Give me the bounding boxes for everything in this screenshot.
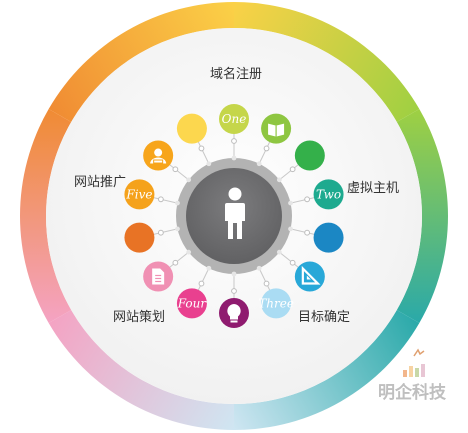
hub-dot [256, 265, 262, 271]
label-promotion: 网站推广 [74, 175, 126, 190]
hub-dot [175, 200, 180, 206]
connector-dot [263, 145, 270, 152]
ring-segment [234, 310, 420, 430]
watermark-bars-icon [403, 348, 425, 377]
hub-dots [175, 155, 293, 277]
hub-dot [175, 226, 180, 232]
node-circle: Four [176, 288, 208, 319]
node-label: One [222, 112, 247, 126]
hub-dot [256, 161, 262, 167]
hub-dot [276, 249, 282, 255]
watermark-logo: 明企科技 [378, 348, 447, 403]
label-hosting: 虚拟主机 [347, 181, 399, 196]
ring-segment [396, 109, 448, 323]
node-circle [294, 261, 325, 292]
connector-dot [172, 166, 179, 173]
connector-dot [263, 280, 270, 287]
node-label: Three [258, 296, 294, 310]
connector-dot [289, 166, 296, 173]
connector-dot [231, 138, 237, 144]
person-icon [150, 148, 167, 164]
node-circle [143, 261, 174, 292]
connector-dot [304, 196, 311, 203]
node-label: Four [177, 296, 208, 310]
label-goals: 目标确定 [298, 310, 350, 325]
node-label: Five [125, 187, 152, 201]
triangle-ruler-icon [301, 265, 321, 285]
hub-dot [288, 200, 293, 206]
node-circle [143, 140, 174, 171]
node-fill [313, 179, 344, 210]
connector-dot [198, 280, 205, 287]
label-planning: 网站策划 [113, 309, 165, 325]
outer-color-ring [19, 2, 448, 430]
ring-segment [234, 2, 420, 122]
hub-dot [288, 226, 293, 232]
node-circle [294, 140, 325, 171]
ring-segment [48, 2, 234, 122]
hub-dot [276, 177, 282, 183]
connector-dot [198, 145, 205, 152]
hub-dot [186, 177, 192, 183]
connector-dot [304, 229, 311, 236]
node-fill [124, 179, 155, 210]
label-domain: 域名注册 [210, 66, 262, 82]
node-circle [261, 113, 292, 144]
book-icon [268, 123, 285, 137]
node-circle: One [219, 104, 249, 134]
node-fill [219, 104, 249, 134]
node-circle: Three [258, 288, 294, 319]
node-circle [124, 222, 155, 253]
node-circle [219, 298, 249, 328]
node-circle: Five [124, 179, 155, 210]
node-circle [313, 222, 344, 253]
connector-dot [157, 196, 164, 203]
node-fill [176, 288, 207, 319]
hub-dot [206, 265, 212, 271]
hub-dot [206, 161, 212, 167]
hub-dot [186, 249, 192, 255]
connector-dot [231, 288, 237, 294]
node-fill [261, 288, 292, 319]
ring-segment [48, 310, 234, 430]
node-circle [176, 113, 207, 144]
connector-dot [157, 229, 164, 236]
node-fill [313, 222, 344, 253]
node-fill [294, 140, 325, 171]
connector-dot [172, 259, 179, 266]
node-circle: Two [313, 179, 344, 210]
person-silhouette-icon [225, 187, 245, 239]
hub-dot [231, 155, 237, 161]
hub-dot [231, 271, 237, 277]
lightbulb-icon [227, 304, 241, 323]
node-fill [124, 222, 155, 253]
ring-segment [19, 109, 72, 323]
node-fill [176, 113, 207, 144]
document-icon [152, 268, 165, 285]
watermark-text: 明企科技 [378, 382, 447, 403]
connector-dot [289, 259, 296, 266]
node-label: Two [316, 187, 341, 201]
